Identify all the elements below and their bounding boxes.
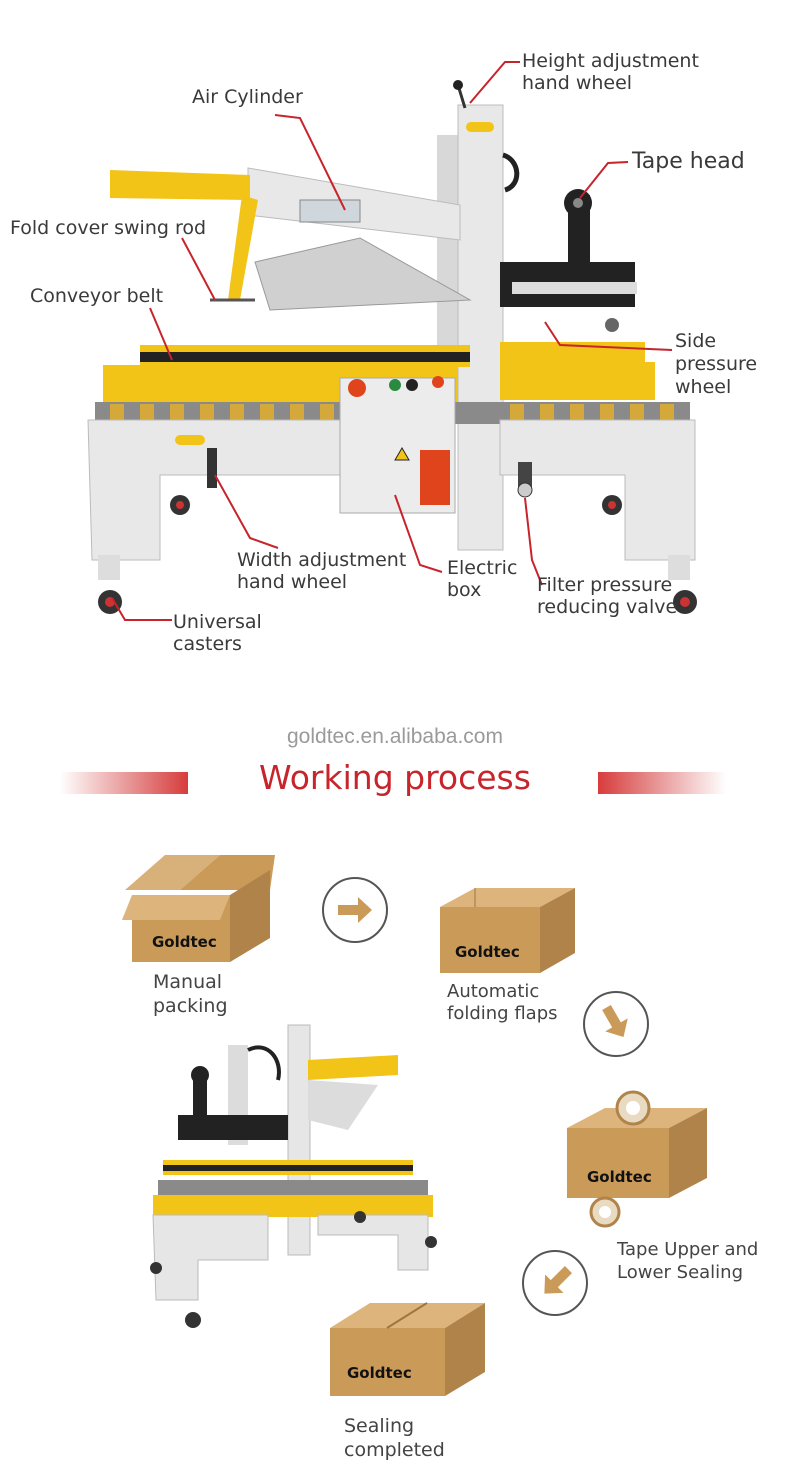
callout-tape-head: Tape head (632, 149, 745, 174)
box-brand-text: Goldtec (347, 1364, 412, 1382)
callout-text: reducing valve (537, 596, 678, 618)
callout-text: hand wheel (237, 571, 348, 593)
arrow-down-right-icon (583, 991, 649, 1057)
step-1-label: Manual packing (153, 970, 228, 1018)
section-title: Working process (259, 758, 531, 797)
arrow-right-icon (322, 877, 388, 943)
step-text: completed (344, 1439, 445, 1461)
callout-height-adjustment: Height adjustment hand wheel (522, 50, 699, 94)
callout-text: pressure (675, 353, 758, 375)
taped-box-image: Goldtec (567, 1090, 707, 1228)
callout-text: box (447, 579, 482, 601)
box-brand-text: Goldtec (455, 943, 520, 961)
brand-url: goldtec.en.alibaba.com (287, 725, 503, 748)
step-text: Automatic (447, 981, 540, 1002)
box-brand-text: Goldtec (152, 933, 217, 951)
step-text: folding flaps (447, 1003, 558, 1024)
step-text: packing (153, 995, 228, 1017)
callout-text: Filter pressure (537, 574, 673, 596)
callout-text: Side (675, 330, 717, 352)
callout-electric-box: Electric box (447, 557, 517, 601)
callout-side-pressure: Side pressure wheel (675, 330, 757, 399)
step-4-label: Sealing completed (344, 1414, 445, 1462)
callout-text: hand wheel (522, 72, 633, 94)
callout-width-adjustment: Width adjustment hand wheel (237, 549, 406, 593)
step-text: Lower Sealing (617, 1262, 744, 1283)
folded-box-image: Goldtec (440, 888, 575, 973)
callout-text: wheel (675, 376, 732, 398)
title-stripe-right (598, 772, 726, 794)
callout-text: Universal (173, 611, 262, 633)
step-text: Tape Upper and (617, 1239, 759, 1260)
callout-filter-valve: Filter pressure reducing valve (537, 574, 677, 618)
step-text: Manual (153, 971, 223, 993)
callout-text: Width adjustment (237, 549, 407, 571)
machine-small-image (150, 1024, 437, 1328)
callout-text: casters (173, 633, 242, 655)
step-3-label: Tape Upper and Lower Sealing (617, 1238, 758, 1284)
callout-conveyor-belt: Conveyor belt (30, 285, 164, 307)
callout-text: Height adjustment (522, 50, 699, 72)
callout-fold-cover: Fold cover swing rod (10, 217, 207, 239)
open-box-image: Goldtec (122, 855, 275, 962)
callout-air-cylinder: Air Cylinder (192, 86, 303, 108)
machine-illustration (87, 61, 697, 621)
arrow-down-left-icon (522, 1250, 588, 1316)
step-2-label: Automatic folding flaps (447, 981, 558, 1025)
box-brand-text: Goldtec (587, 1168, 652, 1186)
machine-diagram: Height adjustment hand wheel Air Cylinde… (0, 0, 790, 700)
step-text: Sealing (344, 1415, 415, 1437)
sealed-box-image: Goldtec (330, 1302, 485, 1396)
title-stripe-left (60, 772, 188, 794)
callout-universal-casters: Universal casters (173, 611, 262, 655)
callout-text: Electric (447, 557, 518, 579)
